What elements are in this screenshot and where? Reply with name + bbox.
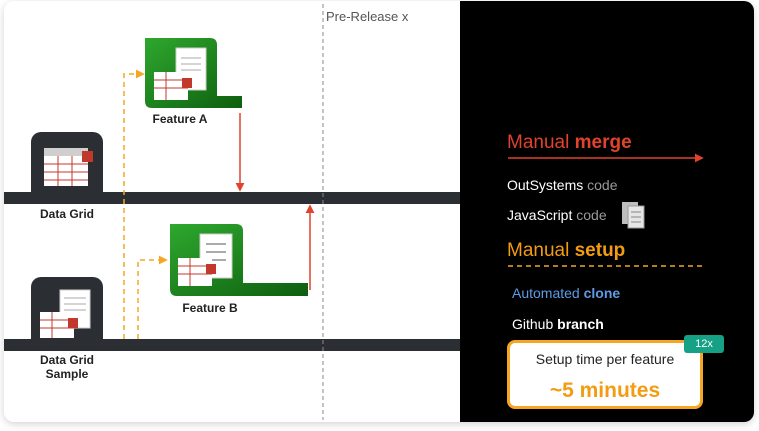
main-track [4,192,460,204]
automated-bold: clone [583,285,621,301]
outsystems-sub: code [587,177,618,193]
manual-setup-heading: Manual setup [507,240,625,262]
feature-a-icon [154,47,207,100]
outsystems-main: OutSystems [507,177,584,193]
data-grid-node[interactable] [31,132,103,204]
javascript-main: JavaScript [507,207,573,223]
feature-b-label: Feature B [182,301,238,315]
prerelease-label: Pre-Release x [326,9,409,24]
feature-a-label: Feature A [152,112,208,126]
feature-a-node[interactable] [145,38,242,108]
github-bold: branch [557,316,604,332]
merge-lines [235,113,315,290]
setup-time-label: Setup time per feature [535,351,675,367]
data-grid-sample-label-line1: Data Grid [39,353,94,367]
automated-prefix: Automated [512,285,580,301]
outsystems-code-line: OutSystems code [507,177,618,193]
javascript-code-line: JavaScript code [507,207,607,223]
setup-time-box: Setup time per feature ~5 minutes [507,340,703,409]
data-grid-sample-label-line2: Sample [45,367,89,381]
data-grid-label: Data Grid [39,207,94,221]
data-grid-icon [44,148,93,186]
setup-time-value: ~5 minutes [549,379,661,402]
manual-merge-prefix: Manual [507,132,570,153]
github-branch-line: Github branch [512,316,604,332]
javascript-sub: code [576,207,607,223]
manual-setup-prefix: Manual [507,240,570,261]
automated-clone-line: Automated clone [512,285,620,301]
branch-lines [123,69,168,339]
data-grid-sample-icon [40,289,91,338]
manual-merge-heading: Manual merge [507,132,632,154]
clipboard-icon [622,202,645,229]
feature-b-node[interactable] [170,224,308,296]
multiplier-badge: 12x [684,335,724,353]
data-grid-sample-node[interactable] [31,277,103,349]
github-prefix: Github [512,316,554,332]
manual-setup-bold: setup [574,240,626,261]
manual-merge-bold: merge [574,132,632,153]
sample-track [4,339,460,351]
feature-b-icon [178,233,233,286]
